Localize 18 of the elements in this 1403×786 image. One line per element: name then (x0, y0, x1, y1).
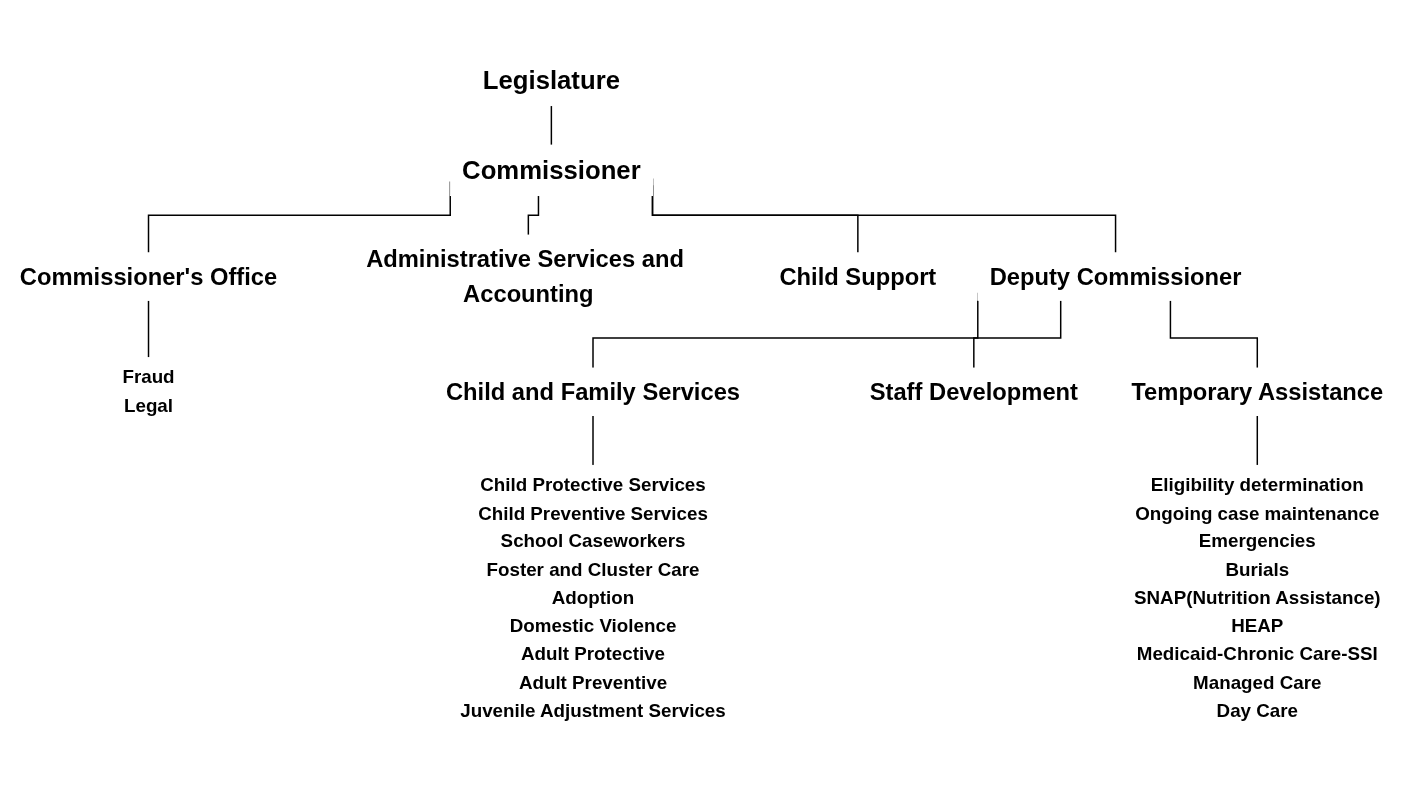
connector (527, 194, 540, 236)
connector (550, 104, 553, 146)
node-text: Administrative Services and Accounting (366, 244, 684, 308)
node-text: Staff Development (869, 377, 1078, 405)
node-text: Child Support (779, 262, 937, 290)
node-text: Child Protective Services Child Preventive Services School Caseworkers Foster and Cluster Care Adoption Domestic Violence Adult Protective Adult Preventive Juvenile Adjustment Services (460, 474, 726, 721)
connector (147, 299, 150, 359)
node-text: Eligibility determination Ongoing case maintenance Emergencies Burials SNAP(Nutrition Assistance) HEAP Medicaid-Chronic Care-SSI Managed Care Day Care (1133, 474, 1381, 721)
node-text: Temporary Assistance (1131, 377, 1384, 405)
node-text: Fraud Legal (122, 366, 175, 416)
node-text: Deputy Commissioner (989, 262, 1242, 290)
node-text: Commissioner's Office (19, 262, 278, 290)
node-text: Child and Family Services (445, 377, 741, 405)
node-text: Legislature (482, 65, 620, 95)
connector (973, 299, 1062, 369)
connector (1256, 414, 1259, 467)
connector (1169, 299, 1259, 369)
connector (592, 414, 594, 467)
